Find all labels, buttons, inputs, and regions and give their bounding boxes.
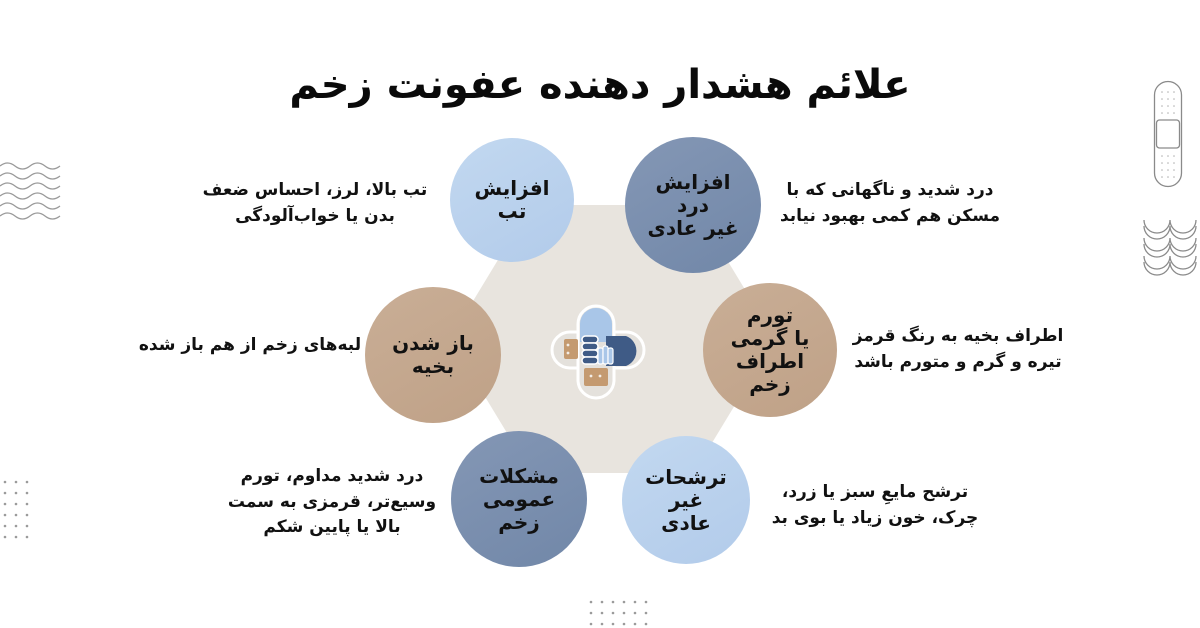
- circle-label-line: بخیه: [411, 354, 455, 378]
- sign-circle-unusual-pain: افزایش درد غیر عادی: [625, 137, 761, 273]
- circle-label-line: تورم: [746, 303, 794, 327]
- description-line: تب بالا، لرز، احساس ضعف: [202, 180, 428, 200]
- sign-circle-general-problems: مشکلات عمومی زخم: [451, 431, 587, 567]
- circle-label-line: غیر عادی: [647, 215, 739, 240]
- circle-label-line: مشکلات: [479, 463, 559, 488]
- description-general-problems: درد شدید مداوم، تورم وسیع‌تر، قرمزی به س…: [212, 464, 452, 541]
- sign-circle-discharge: ترشحات غیر عادی: [622, 436, 750, 564]
- scallop-pattern: [1143, 219, 1197, 276]
- dot-grid-bottom: [589, 600, 648, 626]
- description-line: ترشح مایعِ سبز یا زرد،: [781, 482, 969, 502]
- description-line: لبه‌های زخم از هم باز شده: [138, 335, 362, 355]
- description-line: درد شدید و ناگهانی که با: [786, 180, 994, 200]
- circle-label-line: عمومی: [482, 486, 556, 511]
- description-line: درد شدید مداوم، تورم: [240, 466, 424, 486]
- circle-label-line: ترشحات: [645, 464, 727, 489]
- description-stitch-opening: لبه‌های زخم از هم باز شده: [125, 333, 375, 359]
- description-swelling: اطراف بخیه به رنگ قرمز تیره و گرم و متور…: [838, 324, 1078, 375]
- sign-circle-fever: افزایش تب: [450, 138, 574, 262]
- circle-label-line: زخم: [498, 509, 540, 534]
- hands-with-bandage-icon: [550, 304, 646, 400]
- circle-label-line: افزایش تب: [474, 176, 550, 223]
- bandage-outline-icon: [1153, 80, 1183, 188]
- description-line: بدن یا خواب‌آلودگی: [235, 205, 395, 226]
- page-title: علائم هشدار دهنده عفونت زخم: [289, 62, 911, 108]
- description-line: بالا یا پایین شکم: [263, 517, 401, 537]
- description-line: مسکن هم کمی بهبود نیابد: [779, 205, 1001, 226]
- description-line: اطراف بخیه به رنگ قرمز: [852, 326, 1064, 346]
- description-fever: تب بالا، لرز، احساس ضعف بدن یا خواب‌آلود…: [195, 178, 435, 229]
- circle-label-line: افزایش درد: [655, 169, 731, 217]
- wave-lines-pattern: [0, 162, 61, 220]
- circle-label-line: یا گرمی: [730, 326, 810, 350]
- description-line: چرک، خون زیاد یا بوی بد: [771, 507, 979, 528]
- circle-label-line: غیر عادی: [661, 487, 711, 535]
- description-discharge: ترشح مایعِ سبز یا زرد، چرک، خون زیاد یا …: [755, 480, 995, 531]
- description-line: وسیع‌تر، قرمزی به سمت: [227, 491, 437, 512]
- sign-circle-stitch-opening: باز شدن بخیه: [365, 287, 501, 423]
- description-line: تیره و گرم و متورم باشد: [854, 351, 1062, 372]
- dot-grid-left: [3, 480, 29, 539]
- description-unusual-pain: درد شدید و ناگهانی که با مسکن هم کمی بهب…: [765, 178, 1015, 229]
- circle-label-line: اطراف زخم: [735, 349, 805, 396]
- circle-label-line: باز شدن: [392, 331, 474, 355]
- sign-circle-swelling: تورم یا گرمی اطراف زخم: [703, 283, 837, 417]
